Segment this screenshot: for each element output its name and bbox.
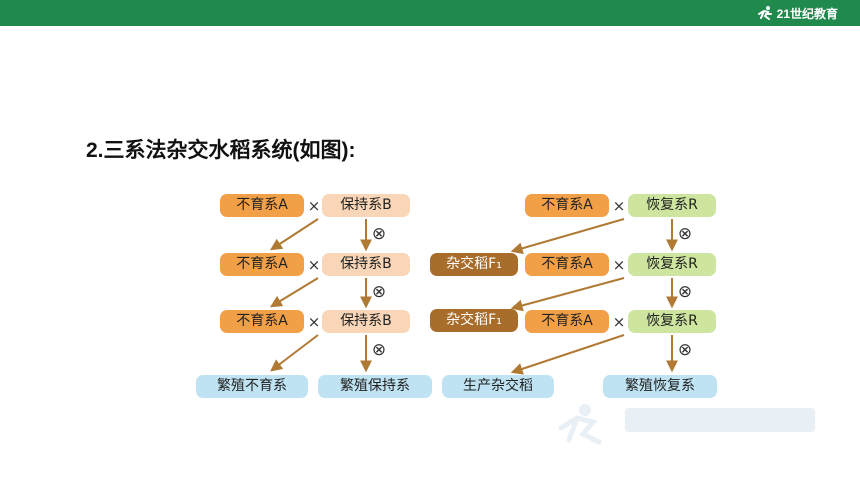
self-pollination-symbol: ⊗ bbox=[678, 282, 692, 302]
result-produce-hybrid: 生产杂交稻 bbox=[442, 375, 554, 398]
cross-symbol: × bbox=[307, 313, 321, 331]
self-pollination-symbol: ⊗ bbox=[372, 282, 386, 302]
sterile-line-a-box: 不育系A bbox=[525, 310, 609, 333]
restorer-line-r-box: 恢复系R bbox=[628, 253, 716, 276]
page-title: 2.三系法杂交水稻系统(如图): bbox=[86, 139, 356, 162]
restorer-line-r-box: 恢复系R bbox=[628, 194, 716, 217]
flow-arrow bbox=[269, 277, 319, 308]
logo-text: 21世纪教育 bbox=[776, 6, 838, 21]
running-figure-icon bbox=[757, 6, 772, 20]
maintainer-line-b-box: 保持系B bbox=[322, 310, 410, 333]
cross-symbol: × bbox=[307, 197, 321, 215]
sterile-line-a-box: 不育系A bbox=[220, 310, 304, 333]
flow-arrow bbox=[510, 277, 625, 312]
flow-arrow bbox=[510, 218, 625, 255]
hybrid-rice-f1-box: 杂交稻F₁ bbox=[430, 253, 518, 276]
self-pollination-symbol: ⊗ bbox=[372, 224, 386, 244]
maintainer-line-b-box: 保持系B bbox=[322, 253, 410, 276]
flow-arrow bbox=[269, 218, 319, 251]
sterile-line-a-box: 不育系A bbox=[525, 194, 609, 217]
restorer-line-r-box: 恢复系R bbox=[628, 310, 716, 333]
header-bar: 21世纪教育 bbox=[0, 0, 860, 26]
cross-symbol: × bbox=[307, 256, 321, 274]
watermark-logo-icon bbox=[558, 404, 815, 445]
cross-symbol: × bbox=[612, 256, 626, 274]
sterile-line-a-box: 不育系A bbox=[220, 253, 304, 276]
cross-symbol: × bbox=[612, 313, 626, 331]
brand-logo: 21世纪教育 bbox=[756, 4, 838, 22]
result-propagate-maintainer: 繁殖保持系 bbox=[318, 375, 432, 398]
sterile-line-a-box: 不育系A bbox=[220, 194, 304, 217]
self-pollination-symbol: ⊗ bbox=[372, 340, 386, 360]
maintainer-line-b-box: 保持系B bbox=[322, 194, 410, 217]
hybrid-rice-f1-box: 杂交稻F₁ bbox=[430, 309, 518, 332]
result-propagate-restorer: 繁殖恢复系 bbox=[603, 375, 717, 398]
result-propagate-sterile: 繁殖不育系 bbox=[196, 375, 308, 398]
flow-arrow bbox=[270, 334, 319, 372]
self-pollination-symbol: ⊗ bbox=[678, 340, 692, 360]
sterile-line-a-box: 不育系A bbox=[525, 253, 609, 276]
cross-symbol: × bbox=[612, 197, 626, 215]
self-pollination-symbol: ⊗ bbox=[678, 224, 692, 244]
flow-arrow bbox=[510, 334, 625, 375]
